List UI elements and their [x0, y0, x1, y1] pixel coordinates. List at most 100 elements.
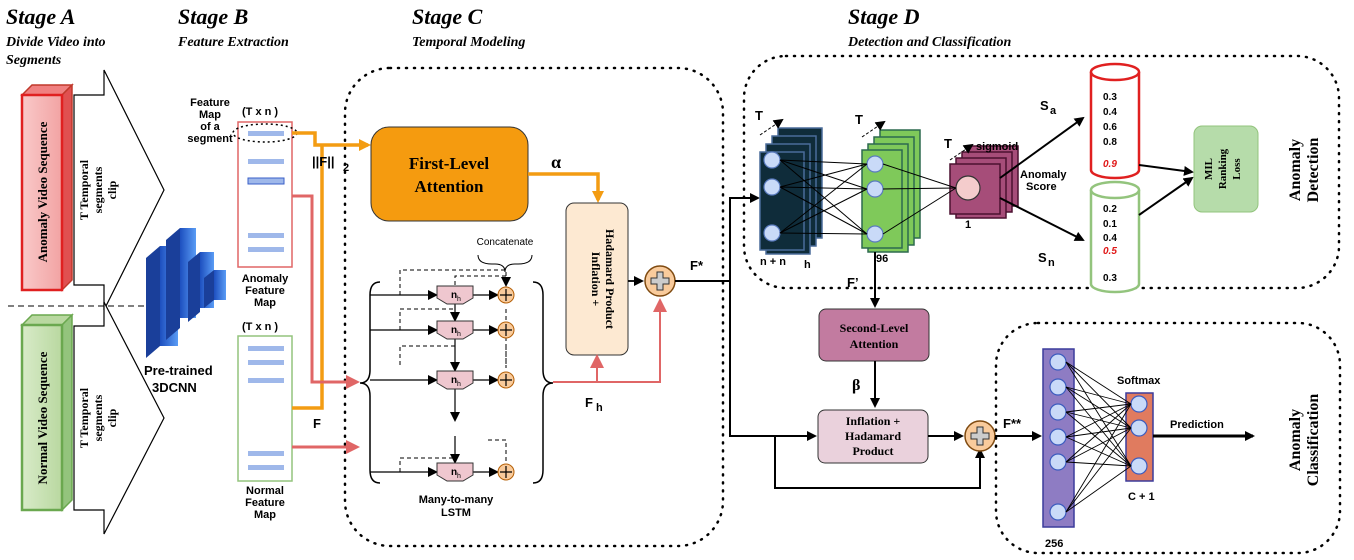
stage-d-subtitle: Detection and Classification: [847, 35, 1012, 50]
layer256-label: 256: [1045, 538, 1063, 550]
normal-clip-line3: clip: [105, 408, 119, 427]
normal-clip-line2: segments: [91, 394, 105, 441]
layer3-label: 1: [965, 219, 971, 231]
anomaly-score-label-1: Anomaly: [1020, 169, 1067, 181]
concat-plus-icon: [497, 371, 515, 389]
second-attention-line2: Attention: [850, 337, 899, 351]
stage-a-header: Stage A Divide Video into Segments: [5, 4, 106, 68]
sum-plus-icon-1: [644, 265, 676, 297]
sn-cylinder: [1089, 180, 1141, 294]
anomaly-video-block: Anomaly Video Sequence: [20, 83, 74, 292]
classification-side-label-2: Classification: [1305, 394, 1322, 487]
second-level-attention-box: Second-Level Attention: [818, 308, 930, 362]
f-label: F: [313, 416, 321, 431]
pretrained-label-1: Pre-trained: [144, 363, 213, 378]
svg-text:n: n: [451, 375, 457, 386]
t-label-1: T: [755, 108, 763, 123]
segment-map-label-3: of a: [200, 121, 220, 133]
first-attention-line1: First-Level: [409, 154, 490, 173]
svg-text:n: n: [451, 290, 457, 301]
mil-line2: Ranking: [1217, 148, 1229, 189]
normal-clip-line1: T Temporal: [77, 387, 91, 448]
sn-value: 0.1: [1103, 219, 1117, 230]
sn-max-value: 0.5: [1103, 246, 1117, 257]
normal-video-label: Normal Video Sequence: [35, 351, 50, 484]
detection-side-label-1: Anomaly: [1287, 139, 1304, 201]
fh-sub: h: [596, 402, 603, 414]
anomaly-classification-container: [994, 321, 1342, 555]
inflation2-line3: Product: [852, 444, 893, 458]
anomaly-score-label-2: Score: [1026, 181, 1057, 193]
anomaly-clip-line2: segments: [91, 166, 105, 213]
stage-c-title: Stage C: [412, 4, 483, 29]
layer1-layer2-connections: [779, 159, 868, 235]
stage-b-title: Stage B: [178, 4, 248, 29]
first-attention-line2: Attention: [415, 177, 484, 196]
sa-value: 0.6: [1103, 122, 1117, 133]
detection-layer-3: [949, 145, 1019, 219]
anomaly-to-attention-arrow: [292, 131, 371, 151]
sa-arrow: [999, 116, 1085, 179]
anomaly-clip-arrow: T Temporal segments clip: [73, 69, 165, 311]
out-label: C + 1: [1128, 491, 1155, 503]
fstar-to-sum2-arrow: [774, 436, 985, 489]
mil-line3: Loss: [1231, 158, 1243, 180]
stage-b-header: Stage B Feature Extraction: [177, 4, 289, 50]
svg-text:h: h: [457, 331, 461, 338]
stage-c-container: [343, 66, 725, 548]
anomaly-feature-map: [232, 121, 298, 268]
normal-to-attention-line: [292, 145, 324, 410]
inflation2-line1: Inflation +: [846, 414, 901, 428]
anomaly-to-lstm-arrow: [292, 194, 360, 389]
t-arrow: [759, 118, 784, 136]
concatenate-label: Concatenate: [477, 237, 534, 248]
stage-c-header: Stage C Temporal Modeling: [412, 4, 525, 50]
first-level-attention-box: First-Level Attention: [370, 126, 529, 222]
pretrained-label-2: 3DCNN: [152, 380, 197, 395]
stage-b-subtitle: Feature Extraction: [177, 35, 289, 50]
anomaly-detection-container: [742, 54, 1341, 290]
detection-layer-1: [759, 127, 823, 255]
t-arrow: [861, 120, 886, 138]
segment-map-label-4: segment: [187, 133, 233, 145]
mil-line1: MIL: [1203, 158, 1215, 180]
anomaly-dims-label: (T x n ): [242, 106, 278, 118]
inflation-hadamard-box-1: Inflation + Hadamard Product: [565, 202, 629, 356]
softmax-label: Softmax: [1117, 375, 1161, 387]
fstar-to-inflation2-arrow: [729, 281, 817, 441]
pretrained-3dcnn-icon: [146, 228, 226, 358]
stage-a-subtitle-1: Divide Video into: [5, 35, 106, 50]
lstm-label-1: Many-to-many: [419, 494, 494, 506]
layer2-layer3-connections: [882, 163, 957, 235]
stage-a-title: Stage A: [6, 4, 75, 29]
alpha-label: α: [551, 152, 561, 172]
sa-label: S: [1040, 98, 1049, 113]
svg-text:h: h: [457, 473, 461, 480]
sa-value: 0.4: [1103, 107, 1117, 118]
normal-clip-arrow: T Temporal segments clip: [73, 301, 165, 535]
fstar-to-detection-arrow: [729, 193, 760, 281]
classification-layer-256: [1042, 348, 1075, 528]
sn-sub: n: [1048, 257, 1055, 269]
sn-last-value: 0.3: [1103, 273, 1117, 284]
sn-value: 0.2: [1103, 204, 1117, 215]
sa-to-mil-arrow: [1138, 164, 1194, 176]
normal-map-label-1: Normal: [246, 485, 284, 497]
sum-plus-icon-2: [964, 420, 996, 452]
prediction-label: Prediction: [1170, 419, 1224, 431]
fh-label: F: [585, 395, 593, 410]
detection-layer-2: [861, 129, 921, 253]
stage-d-title: Stage D: [848, 4, 920, 29]
lstm-label-2: LSTM: [441, 507, 471, 519]
layer1-sub: h: [804, 259, 811, 271]
sn-label: S: [1038, 250, 1047, 265]
stage-a-subtitle-2: Segments: [6, 53, 62, 68]
stage-c-subtitle: Temporal Modeling: [412, 35, 525, 50]
segment-map-label-1: Feature: [190, 97, 230, 109]
svg-text:n: n: [451, 325, 457, 336]
svg-text:n: n: [451, 467, 457, 478]
sn-arrow: [999, 197, 1085, 241]
normal-map-label-2: Feature: [245, 497, 285, 509]
